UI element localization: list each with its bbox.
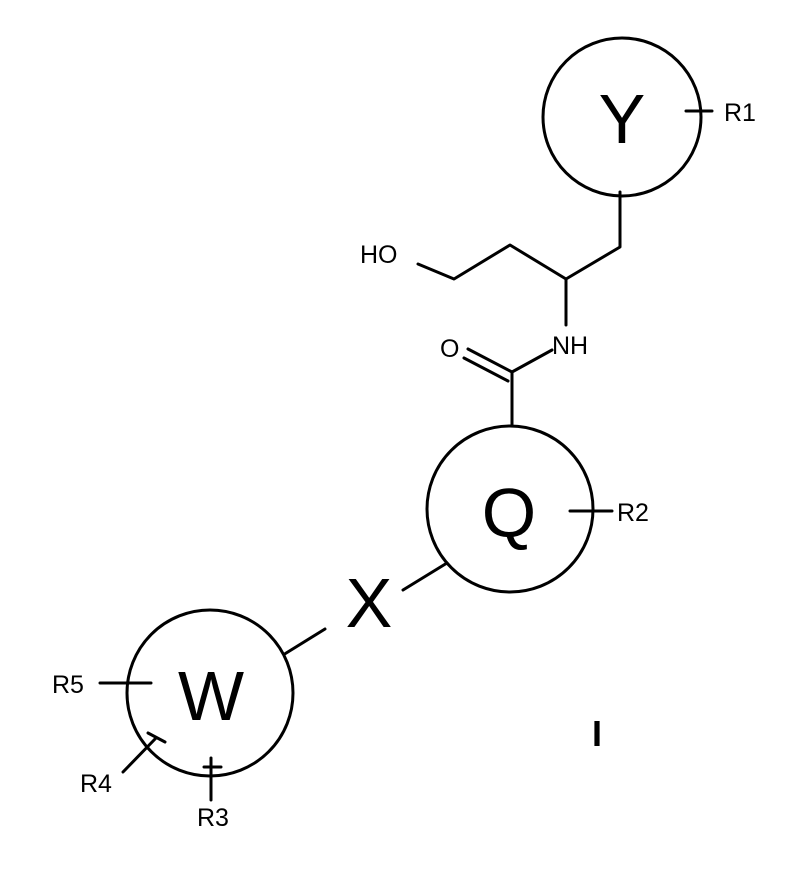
amide-nh-label: NH	[552, 332, 588, 360]
substituent-r5: R5	[52, 671, 84, 699]
carbonyl-double-bond-a	[468, 349, 512, 372]
substituent-r3: R3	[197, 804, 229, 832]
ring-y-label: Y	[599, 80, 646, 158]
q-x-bond	[403, 563, 447, 590]
r4-bond	[123, 738, 156, 772]
substituent-r4: R4	[80, 770, 112, 798]
compound-label: I	[592, 713, 602, 754]
substituent-r1: R1	[724, 99, 756, 127]
carbonyl-double-bond-b	[464, 358, 508, 381]
carbonyl-o-label: O	[440, 335, 459, 363]
x-w-bond	[283, 629, 325, 655]
linker-x-label: X	[346, 564, 393, 642]
alkyl-chain	[418, 192, 620, 279]
nh-carbonyl-bond	[512, 350, 552, 372]
ring-w-label: W	[178, 657, 244, 735]
substituent-r2: R2	[617, 499, 649, 527]
ring-q-label: Q	[482, 474, 536, 552]
hydroxyl-label: HO	[360, 241, 398, 269]
